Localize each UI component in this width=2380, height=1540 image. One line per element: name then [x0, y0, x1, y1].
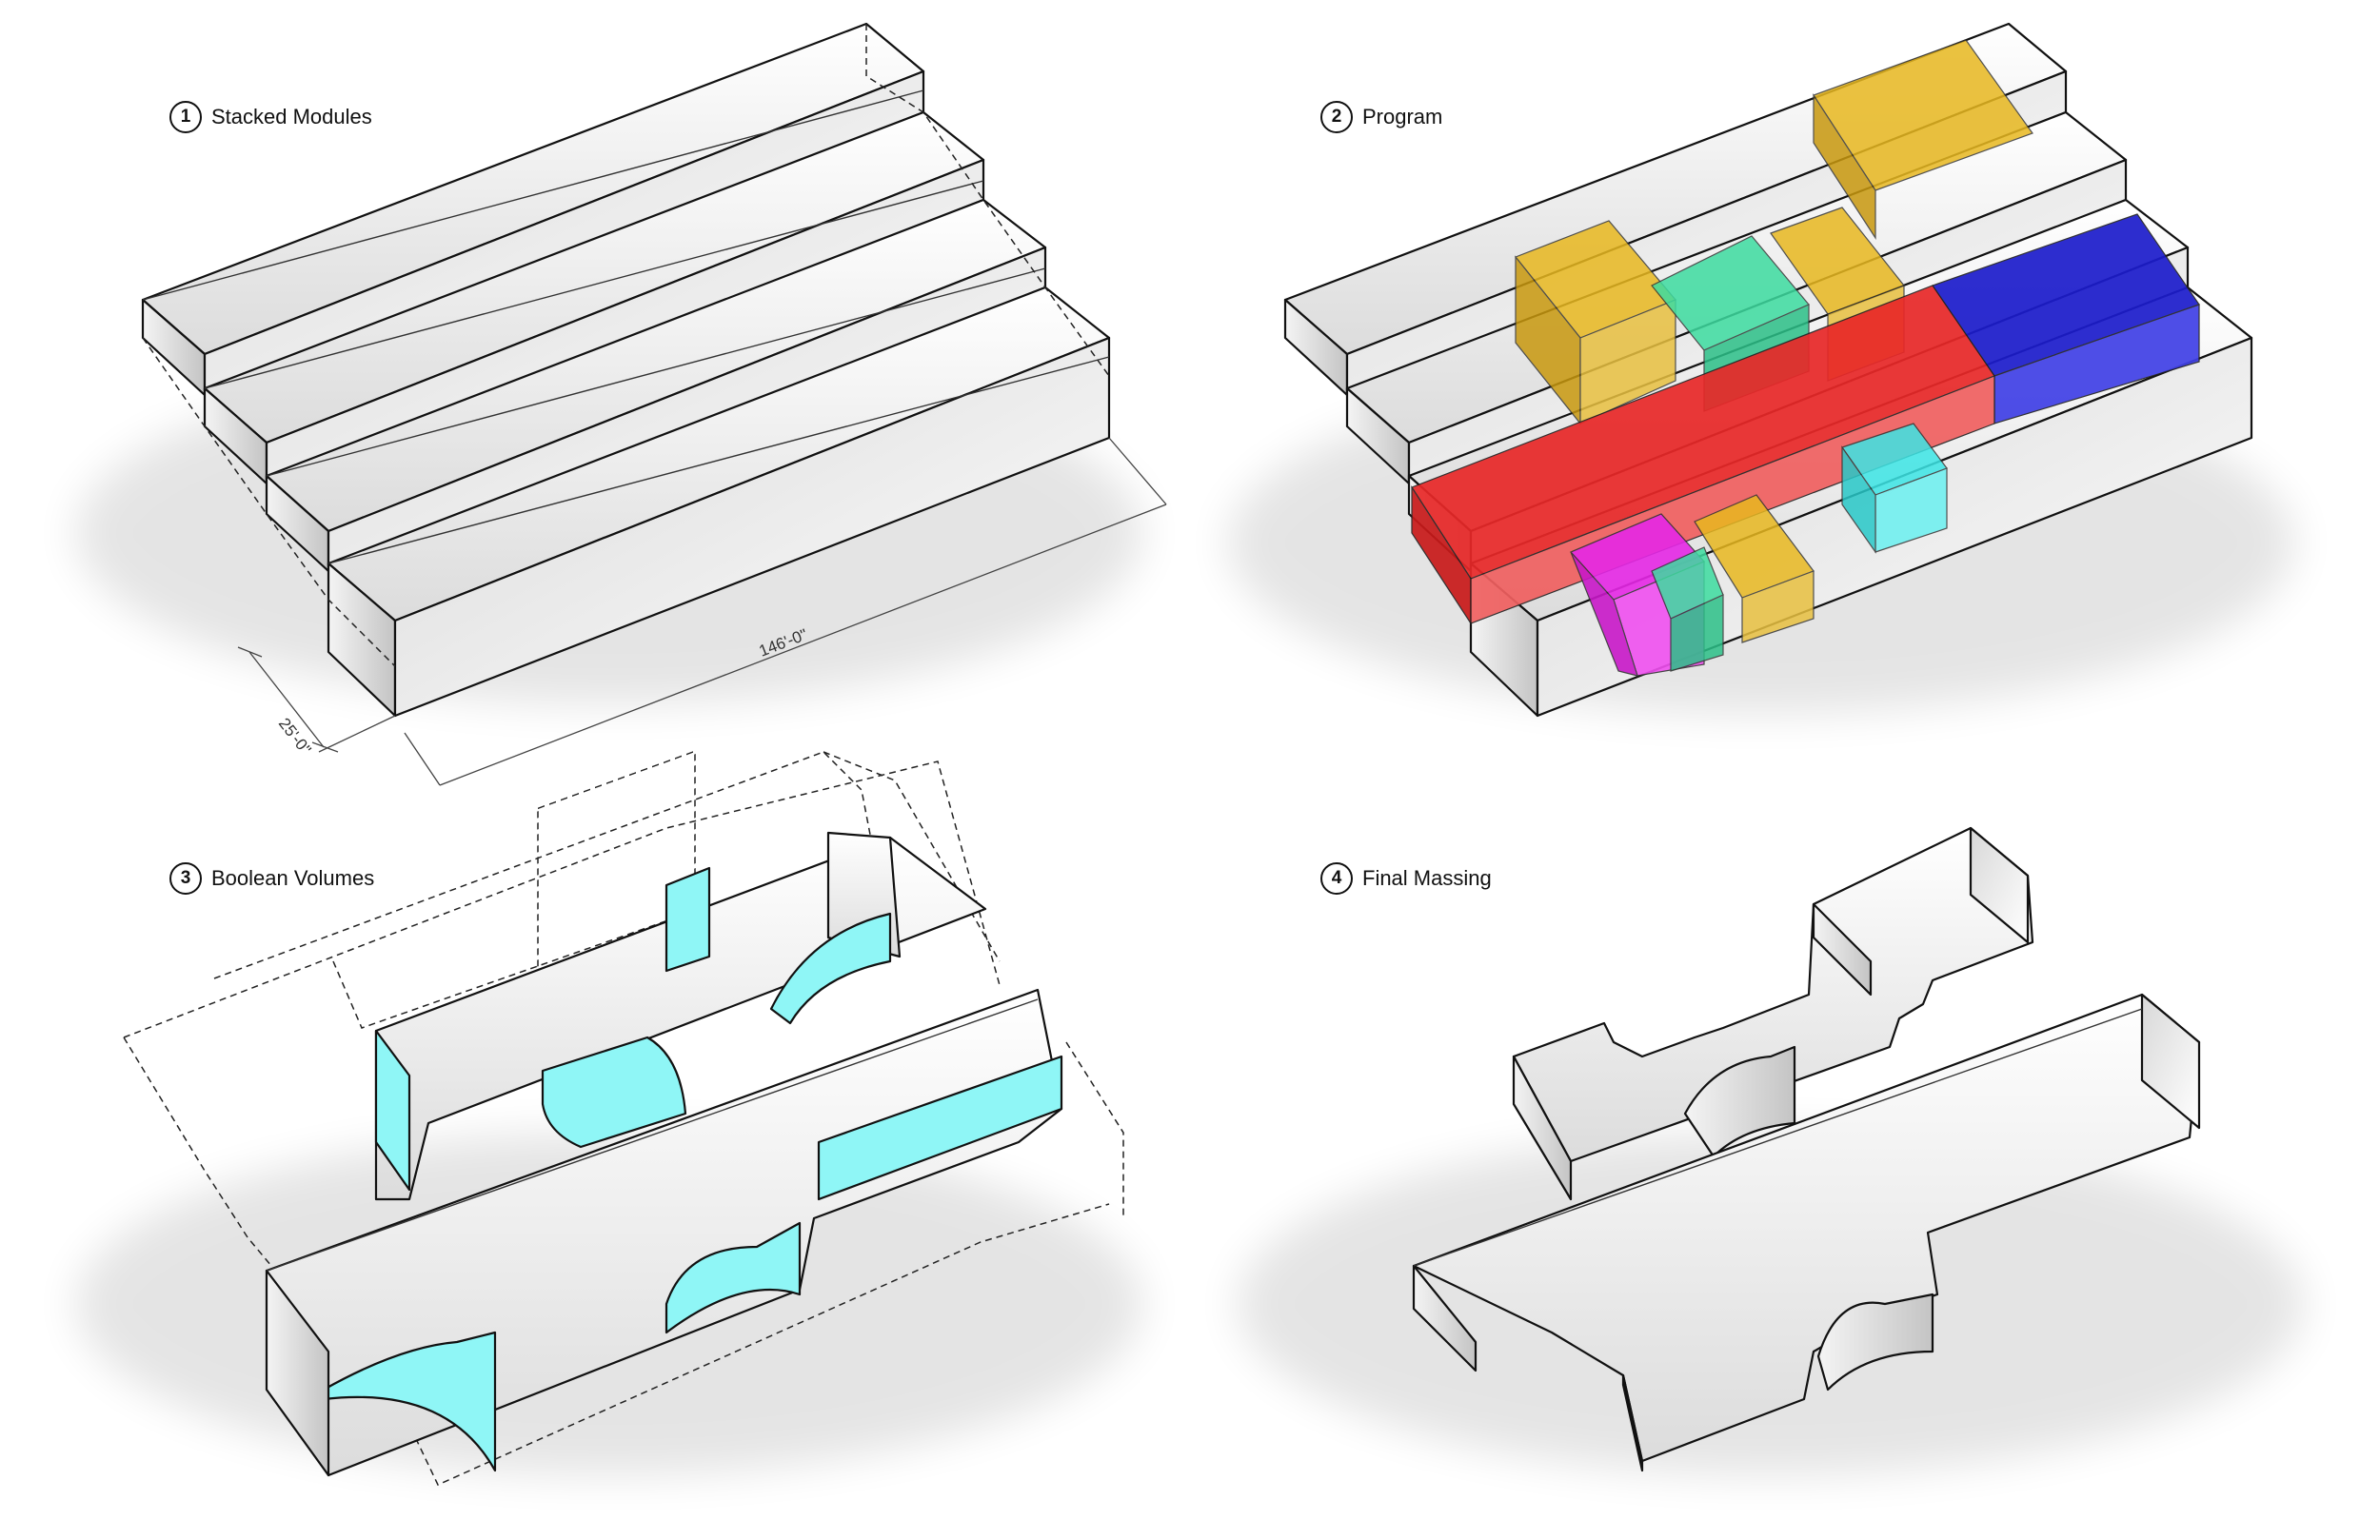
panel-4-title: Final Massing	[1362, 866, 1492, 890]
final-lower-mass	[1412, 993, 2201, 1472]
hidden-edge-2	[142, 337, 396, 667]
panel-2-program	[1228, 22, 2294, 718]
module-bar-1	[141, 22, 925, 397]
panel-4-final-massing	[1238, 826, 2304, 1475]
panel-4-label: 4 Final Massing	[1320, 862, 1492, 895]
step-number-4: 4	[1320, 862, 1353, 895]
boolean-lower-mass	[265, 988, 1063, 1477]
hidden-edge	[865, 24, 1110, 377]
program-block-cyan	[1841, 423, 1948, 554]
panel-3-boolean-volumes	[76, 750, 1142, 1486]
panel-3-title: Boolean Volumes	[211, 866, 375, 890]
panel-1-stacked-modules: 146'-0" 25'-0"	[76, 22, 1167, 786]
panel-3-label: 3 Boolean Volumes	[169, 862, 374, 895]
module-bar-2	[203, 110, 985, 485]
panel-1-title: Stacked Modules	[211, 105, 372, 128]
program-block-green-2	[1651, 546, 1724, 672]
boolean-dashed-frames	[123, 750, 1124, 1486]
panel-2-title: Program	[1362, 105, 1443, 128]
program-block-yellow-4	[1694, 494, 1815, 643]
final-upper-mass	[1512, 826, 2034, 1201]
panel-2-label: 2 Program	[1320, 101, 1442, 133]
step-number-2: 2	[1320, 101, 1353, 133]
step-number-3: 3	[169, 862, 202, 895]
dimension-width: 25'-0"	[275, 715, 315, 759]
boolean-upper-mass	[374, 831, 987, 1201]
step-number-1: 1	[169, 101, 202, 133]
program-block-yellow-1	[1813, 39, 2033, 241]
program-block-yellow-2	[1515, 220, 1676, 425]
panel-1-label: 1 Stacked Modules	[169, 101, 372, 133]
